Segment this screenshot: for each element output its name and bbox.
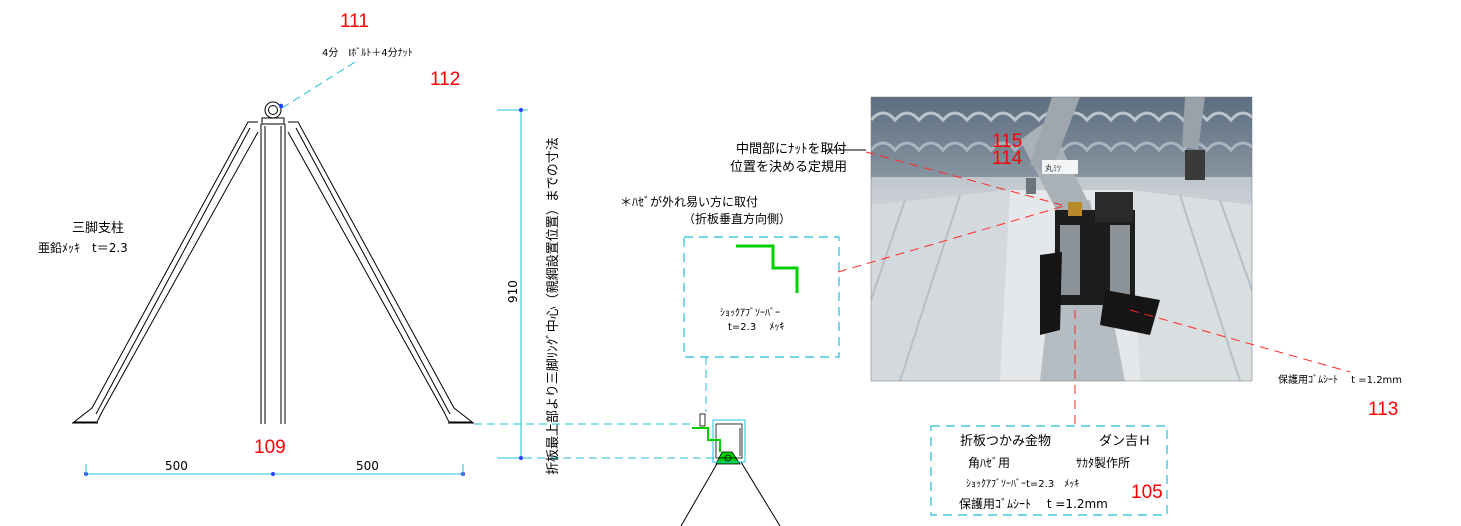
spec-absorber: ｼｮｯｸｱﾌﾞｿｰﾊﾞｰt=2.3 ﾒｯｷ [966, 478, 1079, 490]
roof-clamp-section [680, 413, 781, 526]
vertical-note: 折板最上部より三脚ﾘﾝｸﾞ中心（親綱設置位置）までの寸法 [545, 137, 561, 475]
spec-rubber: 保護用ｺﾞﾑｼｰﾄ t =1.2mm [959, 496, 1108, 511]
eye-bolt-ring [264, 101, 282, 119]
hint-line-1: ＊ﾊｾﾞが外れ易い方に取付 [620, 194, 758, 209]
callout-111: 111 [340, 11, 369, 32]
dim-left-500: 500 [165, 459, 188, 473]
tripod-drawing [72, 101, 474, 424]
absorber-label: ｼｮｯｸｱﾌﾞｿｰﾊﾞｰ [720, 307, 780, 319]
callout-112: 112 [430, 69, 460, 90]
top-cap [261, 117, 285, 125]
ring-point [278, 103, 284, 109]
dim-910: 910 [506, 280, 520, 303]
tripod-material: 亜鉛ﾒｯｷ t＝2.3 [38, 241, 128, 255]
callout-114: 114 [992, 148, 1023, 169]
rubber-sheet-label: 保護用ｺﾞﾑｼｰﾄ t =1.2mm [1278, 373, 1402, 386]
absorber-detail-box [683, 236, 840, 358]
photo-tag: 丸ﾐﾂ [1045, 163, 1061, 173]
right-leg [287, 121, 474, 423]
callout-115: 115 [992, 131, 1022, 152]
tripod-label: 三脚支柱 [72, 220, 124, 236]
spec-maker: ｻｶﾀ製作所 [1076, 456, 1130, 470]
callout-109: 109 [254, 437, 286, 458]
left-leg [72, 121, 259, 423]
absorber-spec: t=2.3 ﾒｯｷ [728, 322, 784, 333]
spec-product: 折板つかみ金物 [960, 433, 1051, 449]
installation-photo: 丸ﾐﾂ [870, 96, 1253, 382]
nut-label-1: 中間部にﾅｯﾄを取付 [736, 142, 847, 157]
spec-brand: ダン吉Ｈ [1099, 434, 1151, 449]
dim-right-500: 500 [356, 459, 379, 473]
callout-105: 105 [1131, 482, 1163, 503]
spec-type: 角ﾊｾﾞ用 [968, 456, 1010, 470]
callout-113: 113 [1368, 399, 1398, 420]
nut-label-2: 位置を決める定規用 [730, 160, 847, 175]
absorber-profile [736, 244, 799, 293]
bolt-leader [281, 61, 356, 109]
bolt-label: 4分 Iﾎﾞﾙﾄ＋4分ﾅｯﾄ [322, 47, 413, 59]
hint-line-2: （折板垂直方向側） [683, 211, 791, 226]
spec-box [930, 425, 1168, 516]
